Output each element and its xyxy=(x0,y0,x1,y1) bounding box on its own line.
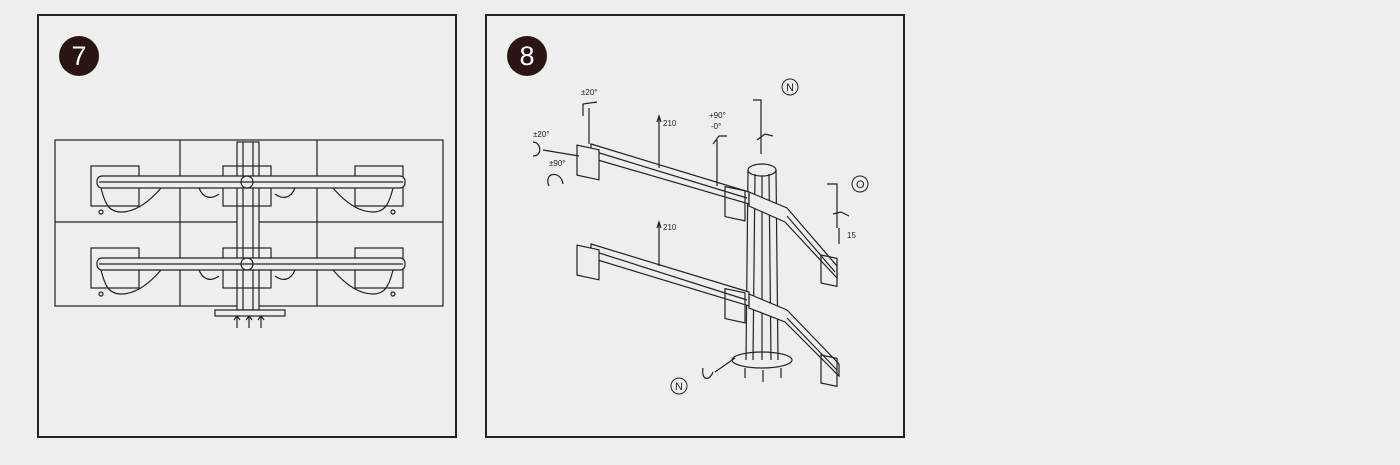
step-8-badge: 8 xyxy=(507,36,547,76)
upper-arm-assembly xyxy=(90,165,406,215)
swivel-lower-label: -0° xyxy=(711,122,721,131)
swivel-upper-label: +90° xyxy=(709,111,726,120)
pole-offset-label: 15 xyxy=(847,231,856,240)
key-o-marker xyxy=(851,175,869,193)
center-pole xyxy=(236,141,260,311)
key-n-bottom-marker xyxy=(670,377,688,395)
tilt-side-label: ±20° xyxy=(533,130,550,139)
lower-arm-pair xyxy=(576,243,840,388)
clamp-bolts xyxy=(233,315,265,328)
step-7-badge: 7 xyxy=(59,36,99,76)
height-lower-label: 210 xyxy=(663,223,677,232)
upper-arm-pair xyxy=(576,143,838,288)
key-n-top-label: N xyxy=(786,82,794,94)
lower-arm-assembly xyxy=(90,247,406,297)
step-8-panel: 8 xyxy=(485,14,905,438)
key-n-top-marker xyxy=(781,78,799,96)
tilt-top-label: ±20° xyxy=(581,88,598,97)
height-upper-label: 210 xyxy=(663,119,677,128)
step-8-illustration: ±20° ±20° ±90° +90° -0° 210 210 15 N O N xyxy=(532,78,869,395)
rotate-label: ±90° xyxy=(549,159,566,168)
adjustment-arrows xyxy=(532,99,850,379)
desk-base-plate xyxy=(214,309,286,317)
step-7-illustration xyxy=(54,139,444,328)
step-7-panel: 7 xyxy=(37,14,457,438)
key-n-bottom-label: N xyxy=(675,381,683,393)
key-o-label: O xyxy=(856,179,865,191)
